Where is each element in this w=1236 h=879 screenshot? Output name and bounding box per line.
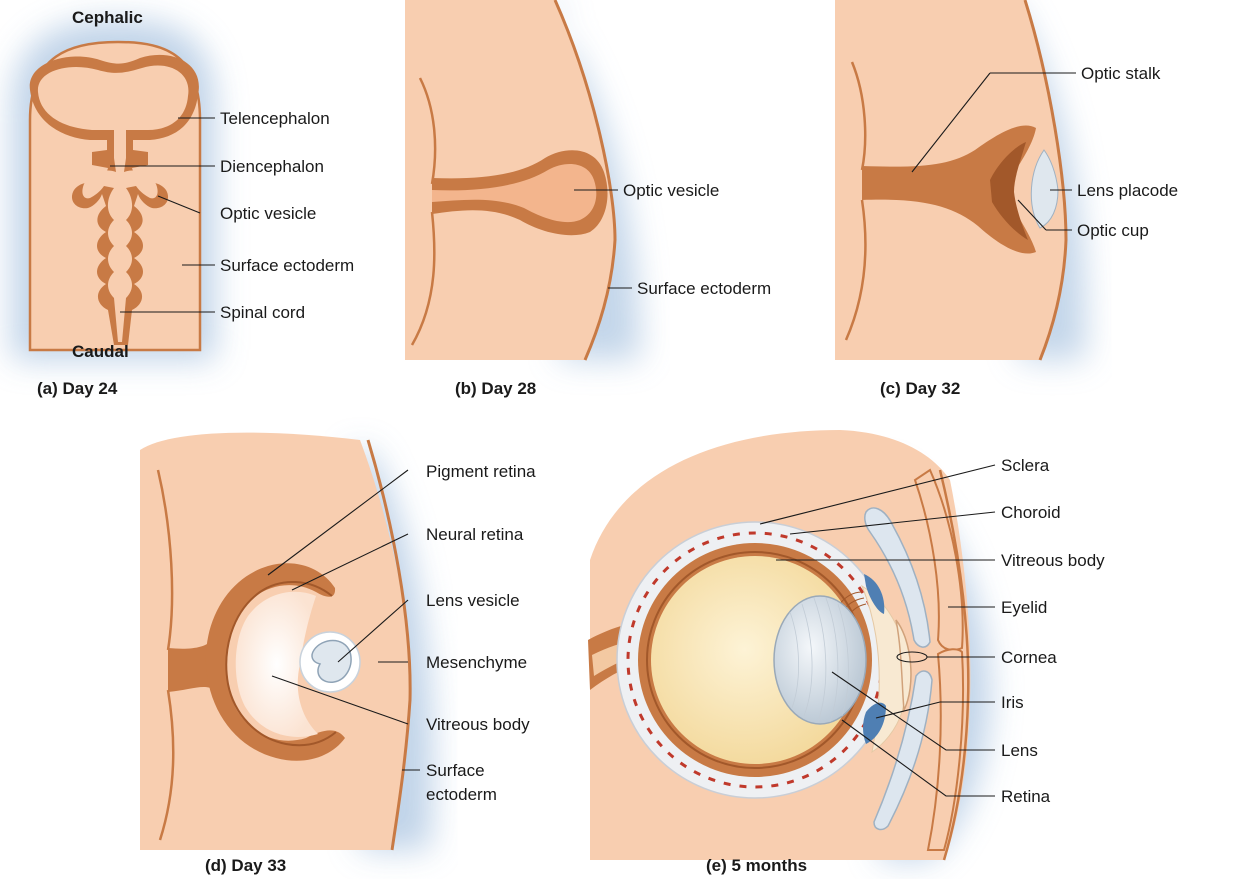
- panel-a-caudal: Caudal: [72, 342, 129, 361]
- panel-c-caption: (c) Day 32: [880, 379, 960, 398]
- panel-e-label-iris: Iris: [1001, 693, 1024, 712]
- panel-d-label-mesenchyme: Mesenchyme: [426, 653, 527, 672]
- panel-c-label-lens-placode: Lens placode: [1077, 181, 1178, 200]
- panel-a-label-surface-ectoderm: Surface ectoderm: [220, 256, 354, 275]
- panel-e-label-retina: Retina: [1001, 787, 1051, 806]
- panel-e: Sclera Choroid Vitreous body Eyelid Corn…: [588, 430, 1105, 875]
- panel-b-caption: (b) Day 28: [455, 379, 536, 398]
- panel-e-label-eyelid: Eyelid: [1001, 598, 1047, 617]
- panel-c-label-optic-cup: Optic cup: [1077, 221, 1149, 240]
- panel-d-label-pigment-retina: Pigment retina: [426, 462, 536, 481]
- panel-b: Optic vesicle Surface ectoderm (b) Day 2…: [405, 0, 771, 398]
- panel-e-lens: [774, 596, 866, 724]
- panel-d-label-lens-vesicle: Lens vesicle: [426, 591, 520, 610]
- panel-e-label-cornea: Cornea: [1001, 648, 1057, 667]
- panel-d: Pigment retina Neural retina Lens vesicl…: [140, 433, 536, 875]
- panel-d-label-vitreous-body: Vitreous body: [426, 715, 530, 734]
- panel-d-label-neural-retina: Neural retina: [426, 525, 524, 544]
- panel-a-caption: (a) Day 24: [37, 379, 118, 398]
- panel-b-label-optic-vesicle: Optic vesicle: [623, 181, 719, 200]
- panel-e-label-vitreous-body: Vitreous body: [1001, 551, 1105, 570]
- panel-a-cephalic: Cephalic: [72, 8, 143, 27]
- panel-c: Optic stalk Lens placode Optic cup (c) D…: [835, 0, 1178, 398]
- panel-a-label-telencephalon: Telencephalon: [220, 109, 330, 128]
- panel-a-label-diencephalon: Diencephalon: [220, 157, 324, 176]
- panel-e-label-choroid: Choroid: [1001, 503, 1061, 522]
- panel-d-label-surface-ectoderm-1: Surface: [426, 761, 485, 780]
- panel-c-label-optic-stalk: Optic stalk: [1081, 64, 1161, 83]
- panel-e-caption: (e) 5 months: [706, 856, 807, 875]
- panel-a-label-optic-vesicle: Optic vesicle: [220, 204, 316, 223]
- panel-e-label-lens: Lens: [1001, 741, 1038, 760]
- panel-a-label-spinal-cord: Spinal cord: [220, 303, 305, 322]
- panel-b-label-surface-ectoderm: Surface ectoderm: [637, 279, 771, 298]
- panel-e-label-sclera: Sclera: [1001, 456, 1050, 475]
- panel-a: Cephalic Caudal (a) Day 24 Telencephalon…: [12, 8, 354, 398]
- panel-d-label-surface-ectoderm-2: ectoderm: [426, 785, 497, 804]
- panel-d-caption: (d) Day 33: [205, 856, 286, 875]
